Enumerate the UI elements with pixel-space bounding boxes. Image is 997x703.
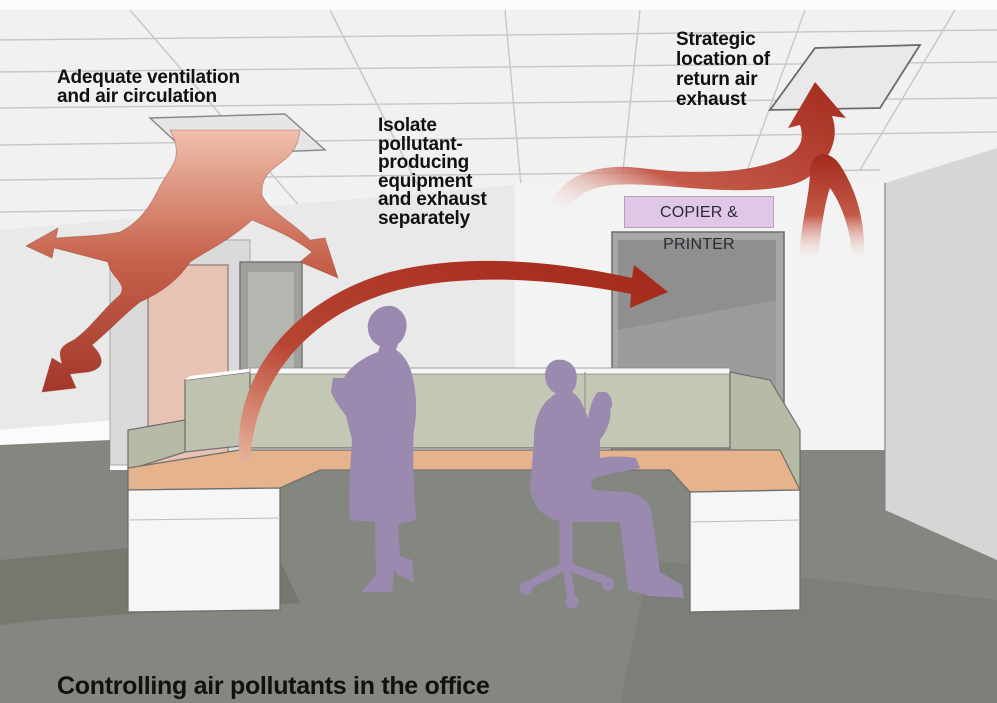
diagram-caption: Controlling air pollutants in the office — [57, 672, 490, 700]
ventilation-airflow — [25, 129, 339, 393]
return-air-vent — [768, 44, 922, 111]
office-chair — [519, 517, 615, 609]
pollutant-airflow-arc — [238, 260, 669, 462]
ventilation-label: Adequate ventilation and air circulation — [57, 67, 240, 107]
desk — [127, 449, 802, 613]
isolate-equipment-label: Isolate pollutant- producing equipment a… — [378, 115, 487, 229]
return-air-exhaust-label: Strategic location of return air exhaust — [676, 29, 770, 110]
copier-printer-sign: COPIER & PRINTER — [624, 196, 774, 253]
seated-person-silhouette — [530, 359, 684, 598]
desk-pedestal-left — [127, 487, 281, 613]
standing-person-silhouette — [331, 305, 417, 592]
exhaust-airflow — [548, 82, 865, 265]
desk-pedestal-right — [689, 489, 801, 613]
